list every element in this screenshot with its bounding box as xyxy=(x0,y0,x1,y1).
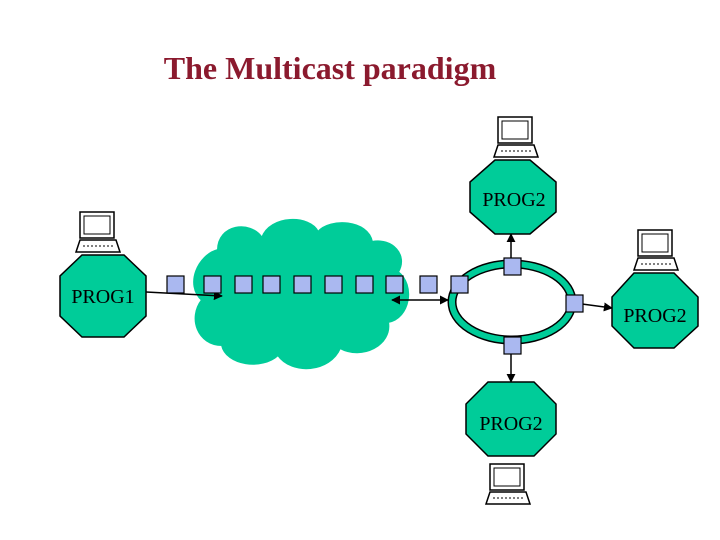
computer-icon xyxy=(485,463,531,505)
diagram-title: The Multicast paradigm xyxy=(163,50,497,86)
packet-icon xyxy=(324,275,343,294)
sender-label: PROG1 xyxy=(71,286,134,308)
packet-icon xyxy=(503,336,522,355)
packet-icon xyxy=(166,275,185,294)
computer-icon xyxy=(75,211,121,253)
packet-icon xyxy=(450,275,469,294)
network-cloud xyxy=(193,219,410,370)
packet-row xyxy=(166,257,584,355)
computer-icon xyxy=(493,116,539,158)
packet-icon xyxy=(355,275,374,294)
packet-icon xyxy=(565,294,584,313)
packet-icon xyxy=(385,275,404,294)
sender-node: PROG1 xyxy=(59,254,147,338)
receiver-top-node: PROG2 xyxy=(469,159,557,235)
receiver-top-label: PROG2 xyxy=(482,189,545,211)
packet-icon xyxy=(234,275,253,294)
right-receiver-link xyxy=(581,302,613,312)
receiver-bottom-label: PROG2 xyxy=(479,413,542,435)
receiver-bottom-node: PROG2 xyxy=(465,381,557,457)
receiver-right-node: PROG2 xyxy=(611,272,699,349)
packet-icon xyxy=(293,275,312,294)
computer-icon xyxy=(633,229,679,271)
receiver-right-label: PROG2 xyxy=(623,305,686,327)
packet-icon xyxy=(503,257,522,276)
packet-icon xyxy=(262,275,281,294)
packet-icon xyxy=(419,275,438,294)
sender-link xyxy=(145,291,223,301)
packet-icon xyxy=(203,275,222,294)
